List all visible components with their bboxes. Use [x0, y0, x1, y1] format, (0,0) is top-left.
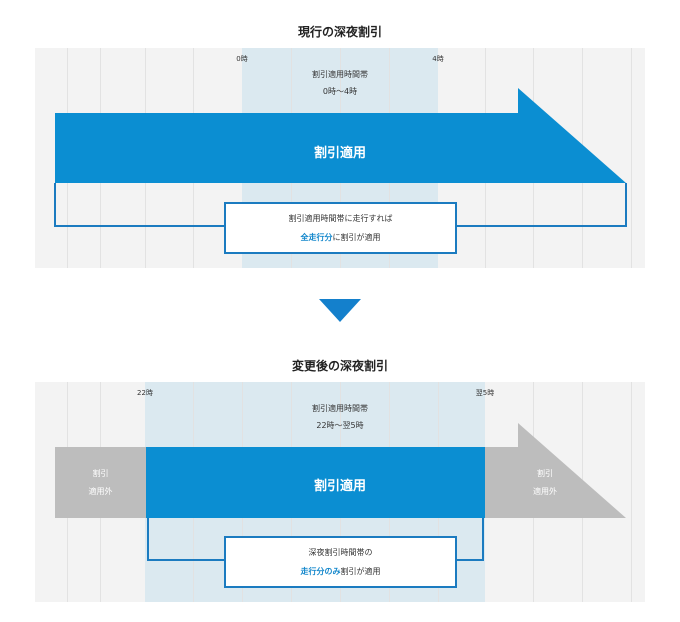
note-accent: 全走行分 — [300, 233, 333, 242]
no-discount-left — [55, 447, 146, 518]
no-discount-right-label: 割引 適用外 — [500, 465, 590, 501]
down-triangle-icon — [319, 299, 361, 322]
no-discount-right-line1: 割引 — [537, 469, 553, 478]
tick-start-label: 0時 — [236, 55, 248, 63]
note-accent: 走行分のみ — [300, 567, 341, 576]
note-line1: 深夜割引時間帯の — [308, 548, 373, 557]
no-discount-right — [485, 423, 626, 518]
bracket-line — [456, 518, 484, 561]
note-rest: に割引が適用 — [332, 233, 381, 242]
note-box: 深夜割引時間帯の 走行分のみ割引が適用 — [224, 536, 457, 588]
bracket-line — [456, 183, 627, 227]
note-line1: 割引適用時間帯に走行すれば — [288, 214, 393, 223]
note-line2: 全走行分に割引が適用 — [226, 228, 455, 247]
band-label-line1: 割引適用時間帯 — [312, 70, 368, 79]
band-label-line2: 22時～翌5時 — [316, 421, 364, 430]
band-label-line1: 割引適用時間帯 — [312, 404, 368, 413]
no-discount-left-label: 割引 適用外 — [55, 465, 146, 501]
note-line2: 走行分のみ割引が適用 — [226, 562, 455, 581]
discount-arrow — [146, 447, 485, 518]
arrow-label: 割引適用 — [313, 479, 366, 494]
note-box: 割引適用時間帯に走行すれば 全走行分に割引が適用 — [224, 202, 457, 254]
bracket-line — [147, 518, 225, 561]
tick-start-label: 22時 — [137, 389, 153, 397]
discount-arrow — [55, 88, 626, 183]
note-rest: 割引が適用 — [340, 567, 381, 576]
arrow-label: 割引適用 — [313, 146, 366, 161]
tick-end-label: 4時 — [432, 55, 444, 63]
current-title: 現行の深夜割引 — [297, 25, 382, 39]
band-label: 割引適用時間帯 22時～翌5時 — [242, 400, 438, 434]
no-discount-left-line2: 適用外 — [88, 487, 113, 496]
grid-line — [631, 382, 632, 602]
bracket-line — [54, 183, 225, 227]
band-label: 割引適用時間帯 0時～4時 — [242, 66, 438, 100]
no-discount-left-line1: 割引 — [92, 469, 109, 478]
band-label-line2: 0時～4時 — [322, 87, 358, 96]
tick-end-label: 翌5時 — [475, 389, 495, 397]
grid-line — [631, 48, 632, 268]
revised-title: 変更後の深夜割引 — [291, 359, 388, 373]
no-discount-right-line2: 適用外 — [533, 487, 557, 496]
